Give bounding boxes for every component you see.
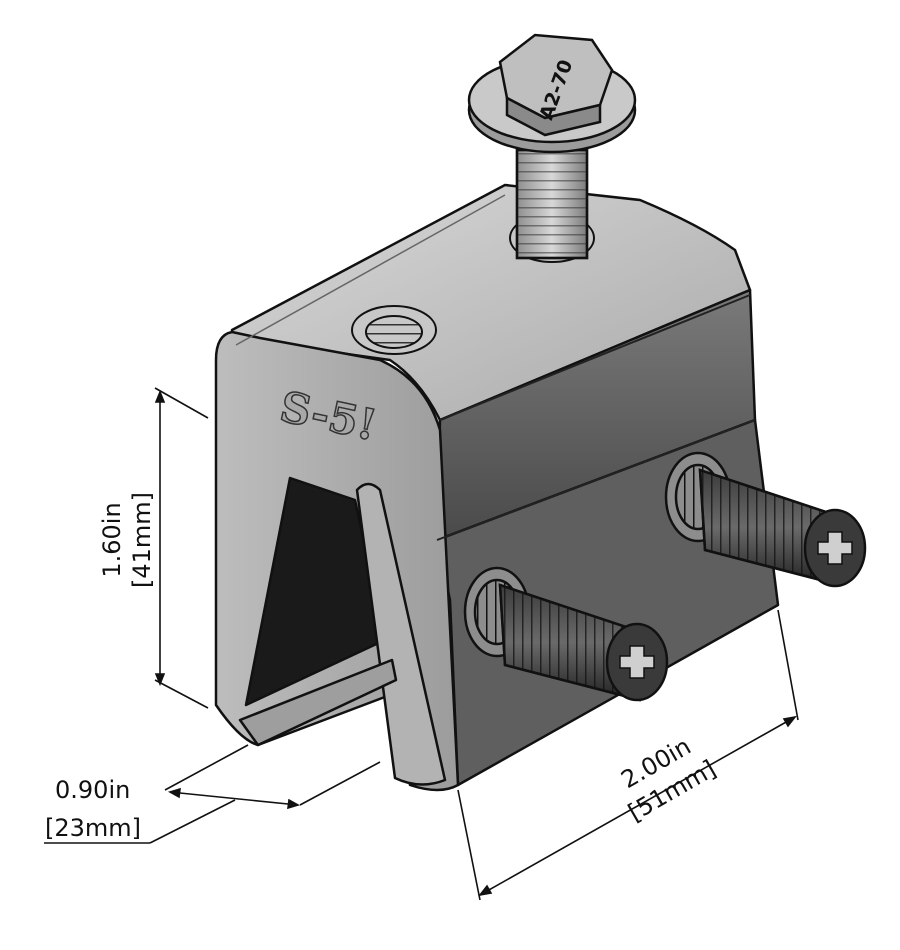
height-imperial: 1.60in <box>98 502 126 577</box>
dimension-lines <box>44 387 799 901</box>
top-hole-left <box>351 305 437 355</box>
slot-arm <box>355 482 447 786</box>
bottom-lip <box>238 658 398 747</box>
top-face <box>230 183 752 422</box>
screw-lower <box>463 566 669 702</box>
top-bolt <box>467 33 637 260</box>
depth-imperial: 0.90in <box>55 776 130 804</box>
height-metric: [41mm] <box>128 492 156 588</box>
depth-metric: [23mm] <box>45 814 141 842</box>
dimension-height: 1.60in [41mm] <box>98 492 156 588</box>
dimension-width: 2.00in [51mm] <box>616 732 720 827</box>
screw-upper <box>664 451 867 588</box>
dimension-depth: 0.90in [23mm] <box>45 776 141 842</box>
